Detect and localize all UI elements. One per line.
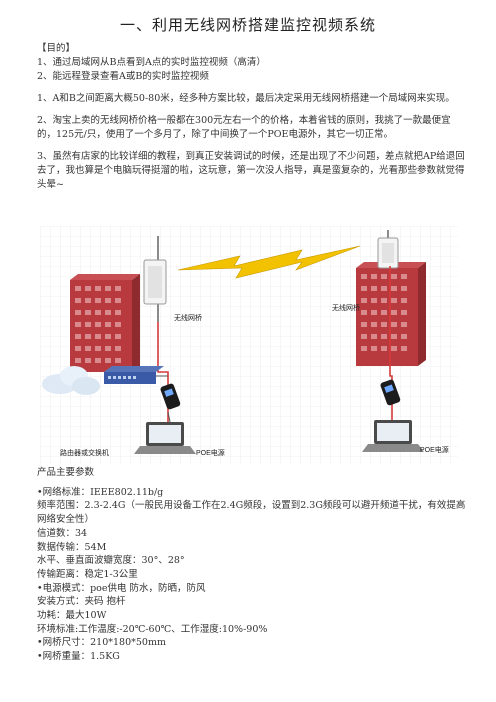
right-laptop-icon <box>362 420 424 452</box>
page-title: 一、利用无线网桥搭建监控视频系统 <box>119 16 376 34</box>
left-bridge-label: 无线网桥 <box>174 313 202 322</box>
purpose-item: 1、通过局域网从B点看到A点的实时监控视频（高清） <box>37 57 266 68</box>
spec-item: 信道数：34 <box>37 527 88 539</box>
network-diagram: 无线网桥 无线网桥 <box>40 226 458 464</box>
spec-item: 频率范围：2.3-2.4G（一般民用设备工作在2.4G频段，设置到2.3G频段可… <box>37 500 466 526</box>
spec-item: 数据传输：54M <box>37 541 107 553</box>
spec-item: 安装方式：夹码 抱杆 <box>37 596 126 608</box>
left-poe-label: POE电源 <box>196 448 225 457</box>
spec-item: 传输距离：稳定1-3公里 <box>37 568 138 580</box>
wireless-link-bolt <box>177 245 361 279</box>
left-bridge-antenna <box>143 236 167 322</box>
left-laptop-icon <box>134 422 196 454</box>
left-poe-injector <box>160 383 181 410</box>
spec-section: 产品主要参数 •网络标准：IEEE802.11b/g 频率范围：2.3-2.4G… <box>37 466 467 664</box>
right-bridge-label: 无线网桥 <box>332 303 360 312</box>
paragraph: 2、淘宝上卖的无线网桥价格一般都在300元左右一个的价格，本着省钱的原则，我挑了… <box>37 115 451 140</box>
spec-item: 水平、垂直面波瓣宽度：30°、28° <box>37 555 185 567</box>
switch-device <box>104 366 164 384</box>
right-poe-label: POE电源 <box>420 445 449 454</box>
purpose-heading: 【目的】 <box>37 43 76 54</box>
right-bridge-antenna <box>377 230 399 269</box>
paragraph: 1、A和B之间距离大概50-80米，经多种方案比较，最后决定采用无线网桥搭建一个… <box>37 93 455 104</box>
spec-heading: 产品主要参数 <box>37 467 95 478</box>
spec-item: 功耗：最大10W <box>37 610 107 622</box>
right-building <box>356 262 426 366</box>
right-poe-injector <box>380 379 401 406</box>
spec-item: •电源模式：poe供电 防水，防晒，防风 <box>37 582 206 594</box>
paragraph: 3、虽然有店家的比较详细的教程，到真正安装调试的时候，还是出现了不少问题，差点就… <box>37 151 465 190</box>
spec-item: •网络标准：IEEE802.11b/g <box>37 486 164 498</box>
left-building <box>70 274 140 372</box>
switch-label: 路由器或交换机 <box>60 448 109 457</box>
spec-item: •网桥尺寸：210*180*50mm <box>37 637 166 649</box>
purpose-item: 2、能远程登录查看A或B的实时监控视频 <box>37 71 209 82</box>
spec-item: 环境标准:工作温度:-20℃-60℃、工作湿度:10%-90% <box>37 623 268 635</box>
internet-cloud-icon <box>42 366 100 395</box>
spec-item: •网桥重量：1.5KG <box>37 651 120 663</box>
purpose-section: 【目的】 1、通过局域网从B点看到A点的实时监控视频（高清） 2、能远程登录查看… <box>37 42 467 192</box>
